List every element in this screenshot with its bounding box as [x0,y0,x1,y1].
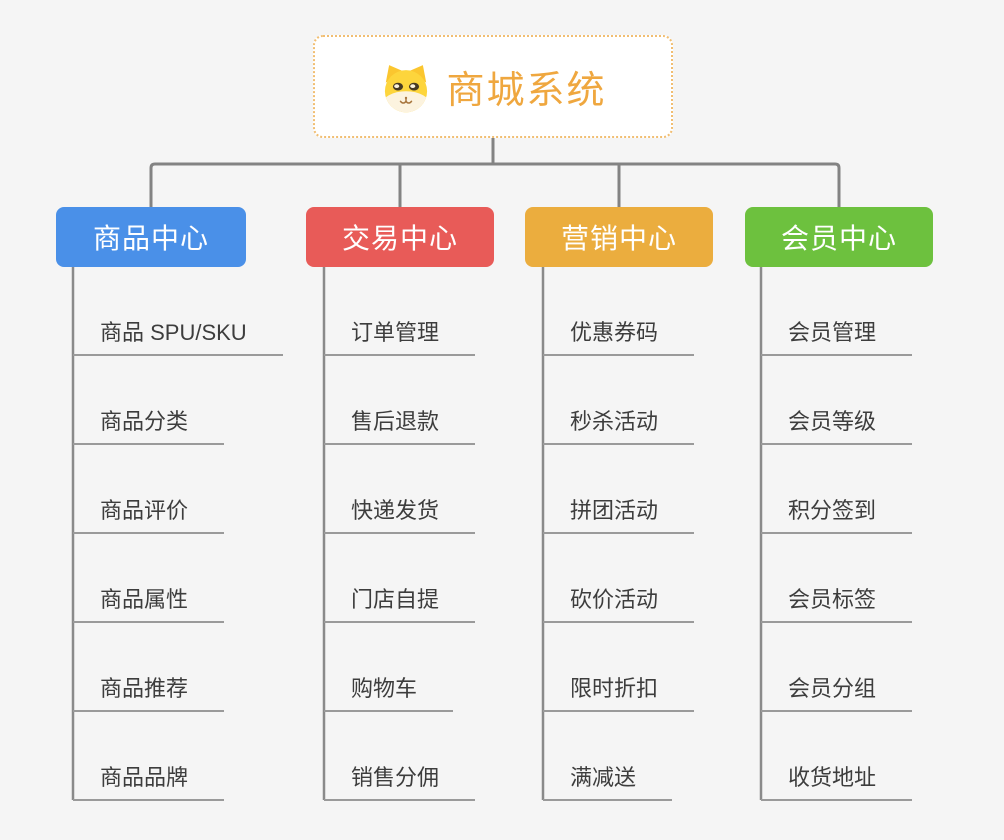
leaf-node-member-group[interactable]: 会员分组 [761,674,913,712]
leaf-node-shipping-address[interactable]: 收货地址 [761,763,913,801]
leaf-node-aftersale-refund[interactable]: 售后退款 [324,407,476,445]
branch-node-member[interactable]: 会员中心 [745,207,933,267]
leaf-node-bargain-activity[interactable]: 砍价活动 [543,585,695,623]
leaf-node-product-review[interactable]: 商品评价 [73,496,225,534]
leaf-node-member-level[interactable]: 会员等级 [761,407,913,445]
branch-node-product[interactable]: 商品中心 [56,207,246,267]
root-node[interactable]: 商城系统 [313,35,673,138]
leaf-node-limited-time-discount[interactable]: 限时折扣 [543,674,695,712]
leaf-node-store-pickup[interactable]: 门店自提 [324,585,476,623]
leaf-node-express-delivery[interactable]: 快递发货 [324,496,476,534]
leaf-node-product-recommend[interactable]: 商品推荐 [73,674,225,712]
leaf-node-sales-commission[interactable]: 销售分佣 [324,763,476,801]
leaf-node-product-category[interactable]: 商品分类 [73,407,225,445]
leaf-node-points-checkin[interactable]: 积分签到 [761,496,913,534]
root-title: 商城系统 [446,70,607,112]
dog-face-icon [385,64,428,112]
root-branch-connectors [149,136,841,211]
branch-node-trade[interactable]: 交易中心 [306,207,494,267]
leaf-node-order-management[interactable]: 订单管理 [324,318,476,356]
leaf-node-member-management[interactable]: 会员管理 [761,318,913,356]
dog-nose-mouth [400,96,413,104]
leaf-node-product-brand[interactable]: 商品品牌 [73,763,225,801]
leaf-node-product-spu-sku[interactable]: 商品 SPU/SKU [73,318,283,356]
leaf-node-coupon-code[interactable]: 优惠券码 [543,318,695,356]
leaf-node-product-attribute[interactable]: 商品属性 [73,585,225,623]
leaf-node-shopping-cart[interactable]: 购物车 [324,674,454,712]
branch-node-marketing[interactable]: 营销中心 [525,207,713,267]
leaf-node-member-tag[interactable]: 会员标签 [761,585,913,623]
leaf-node-group-buy[interactable]: 拼团活动 [543,496,695,534]
leaf-node-flash-sale[interactable]: 秒杀活动 [543,407,695,445]
leaf-node-full-reduction[interactable]: 满减送 [543,763,673,801]
dog-eyes [393,82,420,90]
